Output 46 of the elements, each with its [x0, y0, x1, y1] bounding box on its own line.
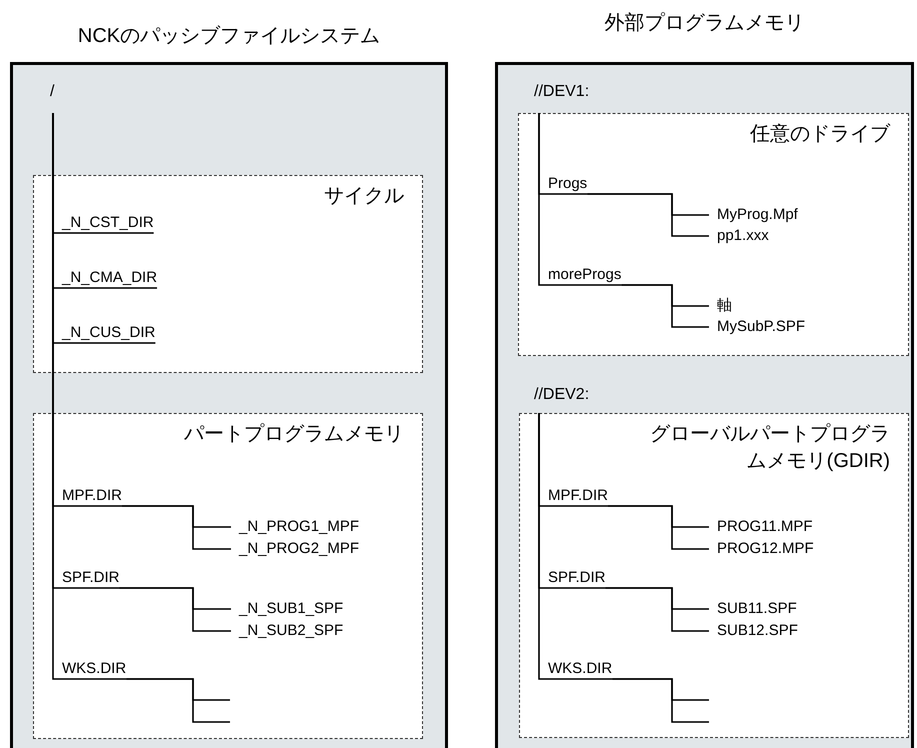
file-name: SUB12.SPF	[716, 622, 798, 639]
region-title: サイクル	[323, 184, 404, 209]
file-name: MySubP.SPF	[716, 318, 806, 335]
folder-name: _N_CMA_DIR	[62, 269, 158, 286]
folder-name: Progs	[548, 175, 588, 192]
tree-line	[606, 587, 709, 632]
folder-name: moreProgs	[548, 266, 622, 283]
panel-title: 外部プログラムメモリ	[604, 11, 806, 35]
file-name: _N_SUB1_SPF	[238, 600, 344, 617]
tree-line	[126, 678, 230, 723]
tree-line	[120, 587, 231, 632]
folder-name: WKS.DIR	[62, 660, 126, 677]
tree-line	[538, 413, 612, 680]
tree-line	[612, 678, 709, 723]
region-title: パートプログラムメモリ	[183, 422, 404, 447]
region-title: 任意のドライブ	[749, 122, 890, 147]
dashed-region	[33, 413, 423, 739]
tree-line	[122, 505, 231, 550]
file-name: PROG12.MPF	[716, 540, 814, 557]
dashed-region	[33, 175, 423, 373]
tree-line	[587, 193, 709, 237]
folder-name: MPF.DIR	[62, 487, 122, 504]
tree-line	[621, 284, 709, 328]
file-name: PROG11.MPF	[716, 518, 813, 535]
folder-name: WKS.DIR	[548, 660, 612, 677]
root-label: //DEV1:	[534, 83, 590, 100]
file-name: _N_PROG2_MPF	[238, 540, 360, 557]
root-label: //DEV2:	[534, 386, 590, 403]
tree-line	[608, 505, 709, 550]
file-name: pp1.xxx	[716, 227, 769, 244]
folder-name: _N_CUS_DIR	[62, 324, 156, 341]
folder-name: MPF.DIR	[548, 487, 608, 504]
file-name: _N_SUB2_SPF	[238, 622, 344, 639]
file-name: 軸	[716, 297, 732, 314]
file-name: MyProg.Mpf	[716, 206, 798, 223]
root-label: /	[50, 83, 54, 100]
folder-name: SPF.DIR	[62, 569, 120, 586]
dashed-region	[519, 413, 909, 738]
file-name: _N_PROG1_MPF	[238, 518, 360, 535]
folder-name: SPF.DIR	[548, 569, 606, 586]
panel-title: NCKのパッシブファイルシステム	[76, 24, 382, 48]
tree-line	[538, 113, 622, 286]
file-name: SUB11.SPF	[716, 600, 797, 617]
folder-name: _N_CST_DIR	[62, 214, 154, 231]
region-title: グローバルパートプログラムメモリ(GDIR)	[649, 422, 890, 474]
dashed-region	[518, 113, 909, 356]
